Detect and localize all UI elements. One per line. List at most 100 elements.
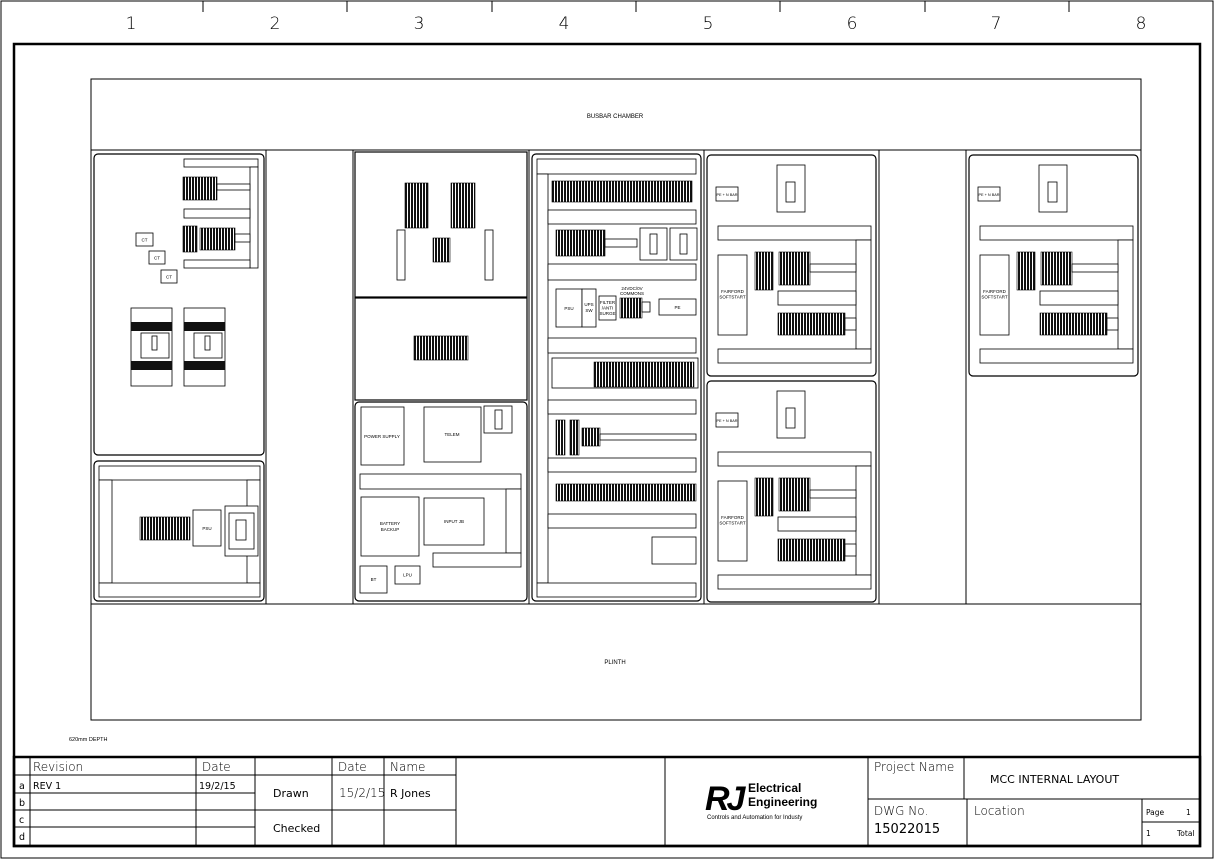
battery-label: BACKUP	[381, 527, 400, 532]
softstart-label: FAIRFORD	[721, 515, 745, 520]
drawn-label: Drawn	[273, 787, 309, 800]
project-name: MCC INTERNAL LAYOUT	[990, 773, 1119, 786]
logo-line: Engineering	[748, 795, 817, 809]
total-label: Total	[1176, 829, 1195, 838]
dwg-no: 15022015	[874, 822, 940, 837]
terminal-block	[555, 483, 697, 502]
psu	[555, 288, 583, 328]
plinth-label: PLINTH	[604, 660, 625, 666]
page-number: 1	[1186, 808, 1191, 817]
surge-filter	[598, 295, 617, 321]
pe-label: PE	[674, 305, 680, 310]
ct: CT	[135, 232, 154, 247]
logo-tagline: Controls and Automation for Industy	[707, 815, 802, 821]
sign-date-header: Date	[338, 760, 367, 774]
input-jb	[423, 497, 485, 546]
row-letter: c	[19, 815, 24, 826]
pe-n-bar	[977, 186, 1001, 202]
starter-panel: PE + N BAR FAIRFORD SOFTSTART	[968, 154, 1139, 377]
softstart-label: SOFTSTART	[981, 295, 1008, 300]
pe-n-bar	[715, 186, 739, 202]
auxiliary-panel: PSU	[93, 460, 265, 602]
page-label: Page	[1146, 808, 1165, 817]
terminal-block	[413, 335, 469, 361]
overload-relays	[778, 251, 811, 286]
mcb-group	[555, 229, 606, 257]
contactor	[754, 477, 774, 517]
terminal-panel	[354, 297, 528, 401]
revision-header: Revision	[33, 760, 83, 774]
depth-note: 620mm DEPTH	[69, 737, 108, 743]
column-number: 1	[126, 14, 137, 34]
commons-label: 24VDC/0V	[621, 286, 642, 291]
column-number: 5	[703, 14, 714, 34]
ct: CT	[160, 269, 178, 284]
input-jb-label: INPUT JB	[444, 519, 464, 524]
ct-label: CT	[154, 256, 160, 261]
ct: CT	[148, 250, 166, 265]
checked-label: Checked	[273, 822, 320, 835]
softstart	[979, 254, 1010, 336]
pe-n-bar-label: PE + N BAR	[979, 193, 1000, 197]
logo-line: Electrical	[748, 781, 801, 795]
ups-label: SW	[585, 308, 593, 313]
socket-outlet	[651, 536, 697, 565]
power-supply	[360, 406, 405, 466]
lpu-label: LPU	[403, 573, 412, 578]
terminal-block	[139, 516, 191, 541]
control-panel: PSU UPS SW FILTER /ANTI SURGE 24VDC/0V C…	[531, 153, 702, 602]
terminal-block	[619, 297, 643, 319]
terminal-block	[551, 180, 693, 203]
softstart-label: FAIRFORD	[983, 289, 1007, 294]
lpu	[394, 565, 421, 585]
rtu-panel: POWER SUPPLY TELEM BATTERY BACKUP INPUT …	[354, 401, 528, 602]
plinth: PLINTH	[90, 603, 1142, 721]
ups-label: UPS	[584, 302, 593, 307]
terminal-block	[777, 312, 846, 336]
column-number: 7	[991, 14, 1002, 34]
column-number: 3	[414, 14, 425, 34]
logo-mark: RJ	[705, 780, 747, 818]
softstart-label: SOFTSTART	[719, 521, 746, 526]
psu	[192, 509, 222, 547]
name-header: Name	[390, 760, 425, 774]
column-number: 6	[847, 14, 858, 34]
row-letter: a	[19, 781, 25, 792]
battery-label: BATTERY	[380, 521, 400, 526]
commons-label: COMMONS	[620, 291, 644, 296]
pe-n-bar	[715, 412, 739, 428]
ct-label: CT	[142, 238, 148, 243]
telem-label: TELEM	[444, 432, 459, 437]
softstart	[717, 480, 748, 562]
psu-label: PSU	[202, 526, 211, 531]
terminal-block	[450, 182, 476, 229]
overload-relays	[1040, 251, 1073, 286]
ups-switch	[581, 288, 597, 328]
column-number: 4	[559, 14, 570, 34]
isolator	[776, 164, 806, 213]
bt	[359, 565, 388, 594]
row-letter: b	[19, 798, 25, 809]
section-dividers	[90, 150, 1142, 604]
marshalling-panel	[354, 151, 528, 298]
power-supply-label: POWER SUPPLY	[364, 434, 400, 439]
contactor	[1016, 251, 1036, 291]
terminal-block	[404, 182, 429, 229]
starter-panel: PE + N BAR FAIRFORD SOFTSTART	[706, 154, 877, 377]
terminal-block	[777, 538, 846, 562]
revision-entry: REV 1	[33, 781, 61, 792]
psu-label: PSU	[564, 306, 573, 311]
mccb	[183, 307, 226, 387]
company-logo: RJ Electrical Engineering Controls and A…	[705, 780, 817, 821]
filter-label: /ANTI	[602, 306, 614, 311]
dwg-no-label: DWG No.	[874, 804, 928, 818]
project-name-label: Project Name	[874, 760, 954, 774]
mccb	[130, 307, 173, 387]
incomer-panel: CT CT CT	[93, 153, 265, 456]
starter-panel: PE + N BAR FAIRFORD SOFTSTART	[706, 380, 877, 603]
overload-relays	[778, 477, 811, 512]
filter-label: SURGE	[599, 311, 615, 316]
pe-n-bar-label: PE + N BAR	[717, 419, 738, 423]
column-number: 8	[1136, 14, 1147, 34]
softstart-label: SOFTSTART	[719, 295, 746, 300]
